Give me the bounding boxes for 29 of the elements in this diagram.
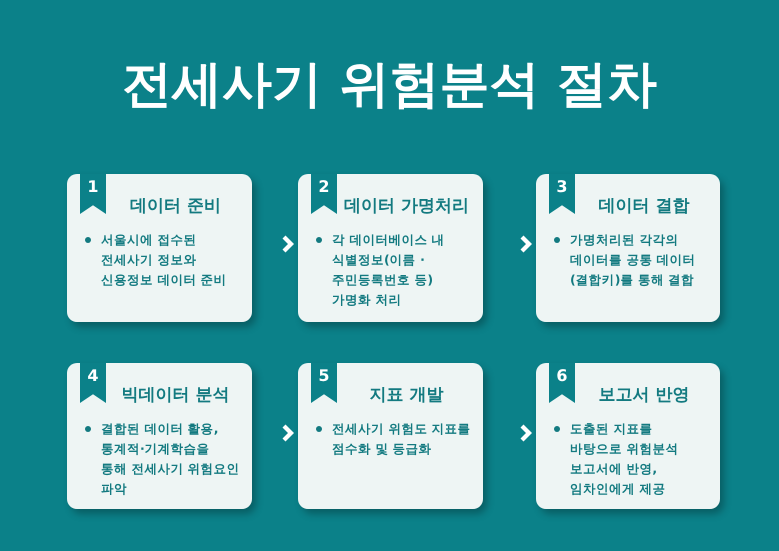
step-title: 데이터 결합 <box>598 195 690 218</box>
step-number-ribbon: 5 <box>311 363 337 403</box>
step-description: 각 데이터베이스 내 식별정보(이름 · 주민등록번호 등) 가명화 처리 <box>332 231 446 309</box>
step-title: 데이터 가명처리 <box>343 195 470 218</box>
step-title: 데이터 준비 <box>129 195 222 218</box>
step-number-ribbon: 4 <box>80 363 106 403</box>
chevron-arrow <box>282 236 294 252</box>
step-description: 전세사기 위험도 지표를 점수화 및 등급화 <box>332 420 471 458</box>
step-description: 가명처리된 각각의 데이터를 공통 데이터(결합키)를 통해 결합 <box>570 231 697 289</box>
step-card <box>536 363 720 509</box>
step-number-ribbon: 1 <box>80 174 106 214</box>
step-card <box>298 174 483 322</box>
step-title: 지표 개발 <box>368 384 444 407</box>
step-card <box>536 174 720 322</box>
step-number-ribbon: 3 <box>549 174 575 214</box>
step-card <box>67 174 252 322</box>
step-title: 빅데이터 분석 <box>120 384 230 407</box>
chevron-arrow <box>282 424 294 442</box>
step-description: 도출된 지표를 바탕으로 위험분석 보고서에 반영, 임차인에게 제공 <box>570 420 680 498</box>
title: 전세사기 위험분석 절차 <box>121 54 658 115</box>
step-number-ribbon: 2 <box>311 174 337 214</box>
step-title: 보고서 반영 <box>598 384 690 407</box>
chevron-arrow <box>520 424 532 442</box>
step-number-ribbon: 6 <box>549 363 575 403</box>
step-card <box>298 363 483 509</box>
step-description: 서울시에 접수된 전세사기 정보와 신용정보 데이터 준비 <box>101 231 228 289</box>
step-description: 결합된 데이터 활용, 통계적·기계학습을 통해 전세사기 위험요인 파악 <box>101 420 240 498</box>
chevron-arrow <box>520 236 532 252</box>
step-card <box>67 363 252 509</box>
